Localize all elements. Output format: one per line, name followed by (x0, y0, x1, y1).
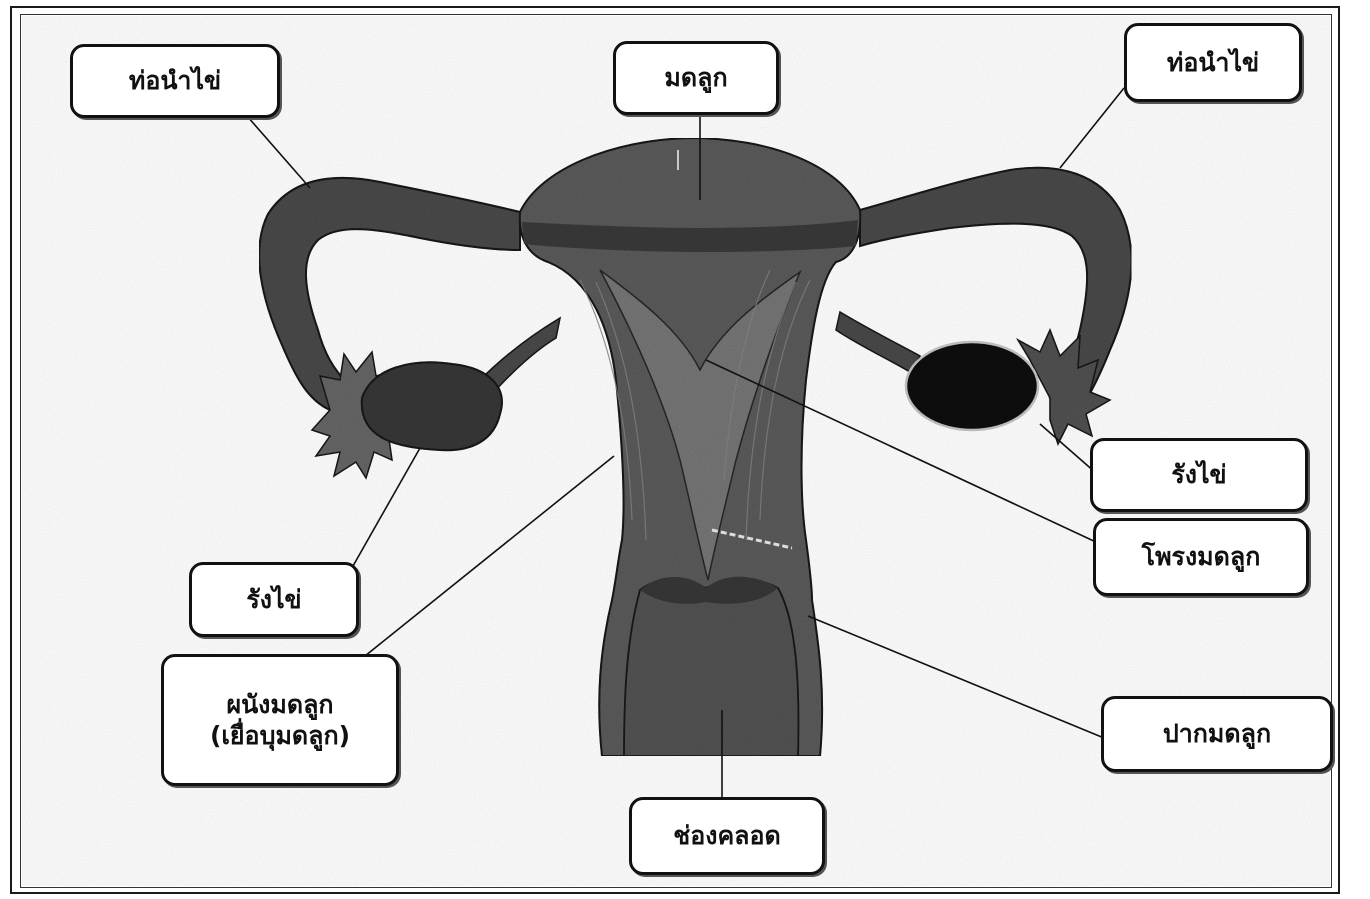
label-text: รังไข่ (246, 584, 301, 615)
label-uterus: มดลูก (613, 41, 779, 115)
label-text: ท่อนำไข่ (129, 65, 221, 96)
label-vagina: ช่องคลอด (629, 797, 825, 875)
label-text-line2: (เยื่อบุมดลูก) (210, 720, 350, 751)
label-ovary-right: รังไข่ (1090, 438, 1308, 512)
label-text: โพรงมดลูก (1142, 541, 1261, 572)
label-uterine-wall: ผนังมดลูก (เยื่อบุมดลูก) (161, 654, 399, 786)
ovary-left-shape (362, 362, 502, 450)
label-text: รังไข่ (1171, 459, 1226, 490)
label-cervix: ปากมดลูก (1101, 696, 1333, 772)
label-text: ช่องคลอด (673, 820, 780, 851)
label-uterine-cavity: โพรงมดลูก (1093, 518, 1309, 596)
ovary-right-shape (906, 342, 1038, 430)
label-ovary-left: รังไข่ (189, 562, 359, 637)
label-fallopian-tube-left: ท่อนำไข่ (70, 44, 280, 118)
label-text: มดลูก (664, 62, 727, 93)
vagina-shape (624, 580, 798, 756)
label-fallopian-tube-right: ท่อนำไข่ (1124, 23, 1302, 102)
label-text: ท่อนำไข่ (1167, 47, 1259, 78)
label-text-line1: ผนังมดลูก (226, 689, 333, 720)
label-text: ปากมดลูก (1163, 718, 1271, 749)
